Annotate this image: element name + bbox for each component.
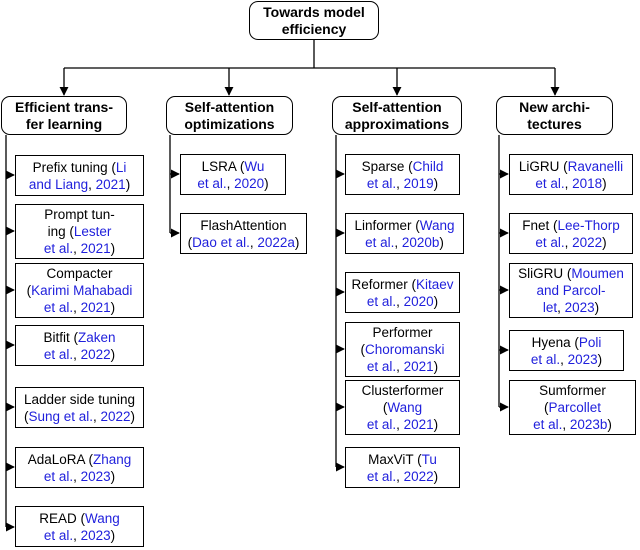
- method-sligru: SliGRU (Moumen and Parcol- let, 2023): [509, 263, 633, 318]
- category-line: Self-attention: [184, 98, 275, 115]
- method-sumformer: Sumformer (Parcollet et al., 2023b): [509, 380, 636, 435]
- root-node: Towards model efficiency: [249, 1, 379, 40]
- category-line: approximations: [344, 115, 450, 132]
- root-line-2: efficiency: [281, 20, 347, 37]
- root-line-1: Towards model: [263, 3, 365, 20]
- method-linformer: Linformer (Wang et al., 2020b): [345, 213, 464, 254]
- category-line: tectures: [527, 115, 582, 132]
- category-line: Efficient trans-: [14, 98, 113, 115]
- method-prefix-tuning: Prefix tuning (Li and Liang, 2021): [15, 155, 144, 196]
- method-performer: Performer (Choromanski et al., 2021): [345, 322, 460, 377]
- method-bitfit: Bitfit (Zaken et al., 2022): [15, 325, 144, 366]
- method-ligru: LiGRU (Ravanelli et al., 2018): [509, 154, 633, 195]
- category-line: New archi-: [519, 98, 590, 115]
- method-maxvit: MaxViT (Tu et al., 2022): [345, 447, 460, 488]
- method-clusterformer: Clusterformer (Wang et al., 2021): [345, 380, 460, 435]
- category-line: Self-attention: [352, 98, 442, 115]
- category-line: fer learning: [25, 115, 103, 132]
- category-line: optimizations: [184, 115, 275, 132]
- method-sparse: Sparse (Child et al., 2019): [345, 154, 460, 195]
- method-lsra: LSRA (Wu et al., 2020): [180, 154, 286, 195]
- method-fnet: Fnet (Lee-Thorp et al., 2022): [509, 213, 633, 254]
- category-self-attention-approximations: Self-attention approximations: [332, 96, 462, 135]
- method-flashattention: FlashAttention (Dao et al., 2022a): [180, 213, 307, 254]
- category-new-architectures: New archi- tectures: [496, 96, 613, 135]
- method-ladder-side-tuning: Ladder side tuning (Sung et al., 2022): [15, 387, 144, 428]
- method-prompt-tuning: Prompt tun- ing (Lester et al., 2021): [15, 204, 144, 259]
- method-compacter: Compacter (Karimi Mahabadi et al., 2021): [15, 263, 144, 318]
- method-hyena: Hyena (Poli et al., 2023): [509, 330, 624, 371]
- category-self-attention-optimizations: Self-attention optimizations: [166, 96, 293, 135]
- method-read: READ (Wang et al., 2023): [15, 506, 144, 547]
- category-efficient-transfer-learning: Efficient trans- fer learning: [1, 96, 127, 135]
- method-reformer: Reformer (Kitaev et al., 2020): [345, 272, 460, 313]
- method-adalora: AdaLoRA (Zhang et al., 2023): [15, 447, 144, 488]
